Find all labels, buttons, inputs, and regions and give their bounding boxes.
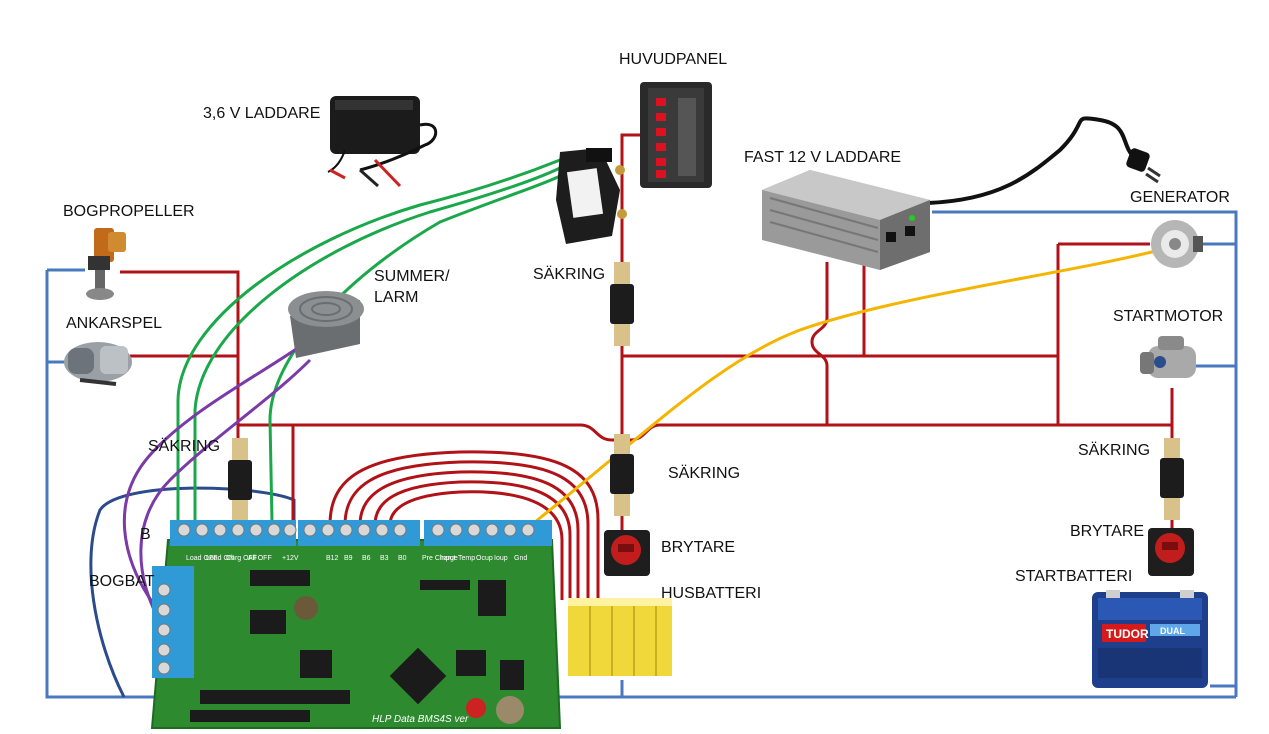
switch-right-icon	[1148, 528, 1194, 576]
charger-36v-icon	[327, 96, 438, 188]
pin-label: Temp	[458, 555, 475, 562]
pin-label: B0	[398, 555, 407, 562]
label-generator: GENERATOR	[1130, 189, 1230, 206]
board-title: HLP Data BMS4S ver	[372, 714, 469, 725]
label-fuse-mid: SÄKRING	[668, 465, 741, 482]
label-b-partial: B	[140, 526, 151, 543]
positive-bow-thruster	[120, 270, 240, 438]
start-battery-brand: TUDOR	[1106, 627, 1149, 641]
label-fuse-top: SÄKRING	[533, 266, 606, 283]
negative-right-bus	[932, 210, 1238, 697]
pin-label: +12V	[282, 555, 299, 562]
label-start-battery: STARTBATTERI	[1015, 568, 1133, 585]
positive-charger-loop-a	[810, 262, 829, 425]
house-battery-icon	[568, 598, 672, 676]
start-battery-icon	[1092, 590, 1208, 688]
label-bow-battery-partial: BOGBAT	[89, 573, 155, 590]
pin-label: All OFF	[248, 555, 272, 562]
buzzer-icon	[288, 291, 364, 358]
power-plug-icon	[1126, 148, 1161, 184]
label-charger-36v: 3,6 V LADDARE	[203, 105, 321, 122]
startmotor-icon	[1140, 336, 1196, 378]
negative-wires	[45, 210, 1238, 699]
positive-generator-loop	[1056, 242, 1150, 425]
charger-power-cord	[927, 116, 1137, 205]
pin-label: Gnd	[514, 555, 527, 562]
pin-label: Load ON	[206, 555, 234, 562]
pin-label: B9	[344, 555, 353, 562]
fuse-left-icon	[228, 438, 252, 520]
main-panel-icon	[640, 82, 712, 188]
pin-label: B3	[380, 555, 389, 562]
pin-label: Load OFF	[186, 555, 218, 562]
pin-label: B12	[326, 555, 339, 562]
label-huvudpanel: HUVUDPANEL	[619, 51, 728, 68]
pin-label: Ioup	[494, 555, 508, 562]
bow-thruster-icon	[86, 228, 126, 300]
label-house-battery: HUSBATTERI	[661, 585, 762, 602]
switch-left-icon	[604, 530, 650, 576]
cell-balance-wires	[328, 450, 600, 600]
positive-main-bus	[238, 423, 1172, 442]
label-switch-right: BRYTARE	[1070, 523, 1145, 540]
pin-label: Input	[440, 555, 456, 562]
pin-label: Chrg OFF	[226, 555, 257, 562]
label-bow-thruster: BOGPROPELLER	[63, 203, 195, 220]
pin-label: Pre Charge	[422, 555, 458, 562]
fuse-mid-icon	[610, 434, 634, 516]
label-buzzer-line2: LARM	[374, 289, 419, 306]
label-anchor-winch: ANKARSPEL	[66, 315, 163, 332]
fuse-right-icon	[1160, 438, 1184, 520]
label-startmotor: STARTMOTOR	[1113, 308, 1224, 325]
fuse-top-icon	[610, 262, 634, 346]
relay-icon	[556, 148, 627, 244]
pin-label: B6	[362, 555, 371, 562]
generator-icon	[1151, 220, 1203, 268]
label-buzzer-line1: SUMMER/	[374, 268, 450, 285]
green-signal-wires	[176, 158, 561, 523]
generator-signal-wire	[534, 248, 1161, 524]
label-charger-12v: FAST 12 V LADDARE	[744, 149, 902, 166]
positive-wires	[120, 133, 1174, 540]
start-battery-type: DUAL	[1160, 626, 1185, 636]
pin-label: Ocup	[476, 555, 493, 562]
board-pin-labels: Load OFF Load ON Chrg OFF All OFF +12V B…	[186, 555, 527, 562]
charger-12v-icon	[762, 170, 930, 270]
positive-panel-feed	[620, 133, 640, 216]
label-switch-left: BRYTARE	[661, 539, 736, 556]
label-fuse-right: SÄKRING	[1078, 442, 1151, 459]
purple-signal-wires	[122, 341, 312, 626]
label-fuse-left: SÄKRING	[148, 438, 221, 455]
anchor-winch-icon	[64, 342, 132, 386]
terminal-screws	[157, 523, 535, 675]
bms-board	[150, 520, 562, 729]
negative-bus-bottom	[45, 270, 1236, 699]
